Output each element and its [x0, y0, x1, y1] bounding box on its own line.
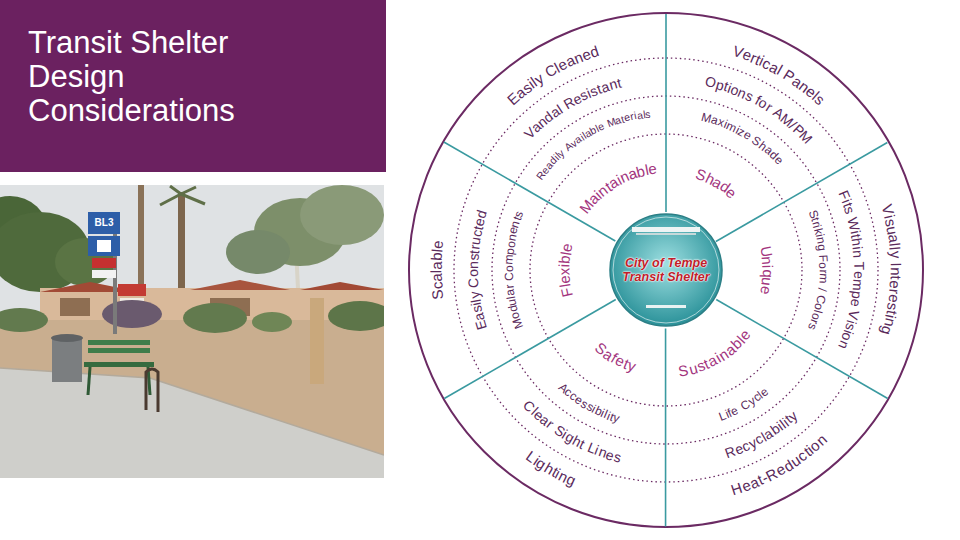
consideration-label: Lighting — [521, 446, 582, 490]
arc-letter: o — [815, 262, 830, 269]
arc-letter: m — [849, 278, 868, 291]
consideration-label: Fits Within Tempe Vision — [834, 185, 869, 354]
hub-rim — [613, 217, 719, 323]
sector-wedge — [666, 299, 889, 527]
category-label: Unique — [755, 240, 778, 301]
sector-wedge — [666, 13, 889, 241]
category-label: Sustainable — [673, 324, 755, 381]
arc-letter: q — [758, 268, 777, 277]
bus-stop-photo — [0, 185, 384, 478]
arc-letter: m — [501, 254, 517, 265]
arc-letter — [850, 257, 868, 262]
arc-letter: I — [886, 262, 905, 267]
hub-title: City of Tempe Transit Shelter — [616, 256, 716, 284]
consideration-label: Modular Components — [500, 206, 527, 333]
arc-letter: m — [815, 273, 831, 284]
arc-letter: l — [426, 270, 445, 274]
arc-letter: C — [501, 272, 516, 282]
wheel-sector: Unique Striking Form / ColorsFits Within … — [712, 139, 926, 402]
consideration-label: Life Cycle — [714, 384, 773, 425]
arc-letter: r — [815, 269, 830, 273]
arc-letter: C — [464, 277, 483, 289]
arc-letter: S — [427, 289, 447, 301]
consideration-label: Easily Constructed — [463, 204, 491, 336]
sector-divider — [665, 328, 667, 526]
sector-wedge — [443, 13, 666, 241]
category-label: Flexible — [554, 237, 577, 303]
consideration-label: Accessibility — [554, 380, 624, 427]
sector-divider — [444, 299, 615, 398]
arc-letter: e — [886, 280, 906, 290]
arc-letter: s — [464, 253, 482, 261]
hub-circle: City of Tempe Transit Shelter — [609, 213, 723, 327]
arc-letter: g — [813, 243, 829, 252]
sector-divider — [716, 142, 887, 241]
arc-letter: x — [554, 267, 573, 275]
shelter-beam — [636, 233, 696, 235]
consideration-label: Striking Form / Colors — [804, 206, 832, 335]
arc-letter: c — [427, 281, 446, 290]
shelter-roof — [632, 227, 700, 232]
consideration-label: Easily Cleaned — [502, 41, 605, 109]
arc-letter: o — [464, 269, 482, 277]
arc-letter: / — [814, 287, 829, 292]
arc-letter: a — [426, 261, 445, 270]
wheel-sector: Flexible Modular Components Easily Constru… — [406, 139, 620, 402]
slide-title: Transit Shelter Design Considerations — [28, 26, 298, 128]
arc-letter: n — [464, 261, 482, 270]
hub-fill — [610, 214, 722, 326]
arc-letter: o — [501, 265, 516, 272]
arc-letter: t — [886, 275, 905, 280]
sector-wedge — [409, 142, 617, 399]
arc-letter — [886, 258, 905, 263]
arc-letter: n — [849, 249, 868, 259]
title-band — [0, 0, 386, 172]
sign-text: BL3 — [88, 212, 120, 234]
arc-letter: n — [758, 256, 778, 266]
arc-letter: b — [427, 252, 446, 262]
shelter-bench — [646, 305, 686, 308]
consideration-wheel — [409, 13, 923, 527]
category-label: Shade — [691, 164, 743, 203]
arc-letter: s — [645, 107, 652, 121]
sector-divider — [665, 14, 667, 212]
sector-wedge — [443, 299, 666, 527]
consideration-label: Vertical Panels — [727, 41, 830, 110]
category-label: Safety — [590, 338, 642, 376]
arc-letter: n — [886, 267, 905, 276]
arc-letter: y — [886, 250, 905, 259]
consideration-label: Heat-Reduction — [726, 429, 832, 500]
sector-divider — [716, 299, 887, 398]
arc-letter: a — [426, 273, 445, 282]
arc-letter: e — [427, 239, 447, 250]
category-label: Maintainable — [575, 158, 663, 217]
arc-letter: F — [815, 254, 831, 263]
consideration-label: Scalable — [426, 234, 449, 306]
arc-letter: e — [850, 270, 868, 279]
sector-wedge — [715, 142, 923, 399]
arc-letter: e — [647, 159, 658, 179]
arc-letter: i — [758, 265, 777, 269]
sector-divider — [444, 142, 615, 241]
consideration-label: Visually Interesting — [877, 199, 906, 341]
arc-letter: T — [850, 262, 868, 271]
